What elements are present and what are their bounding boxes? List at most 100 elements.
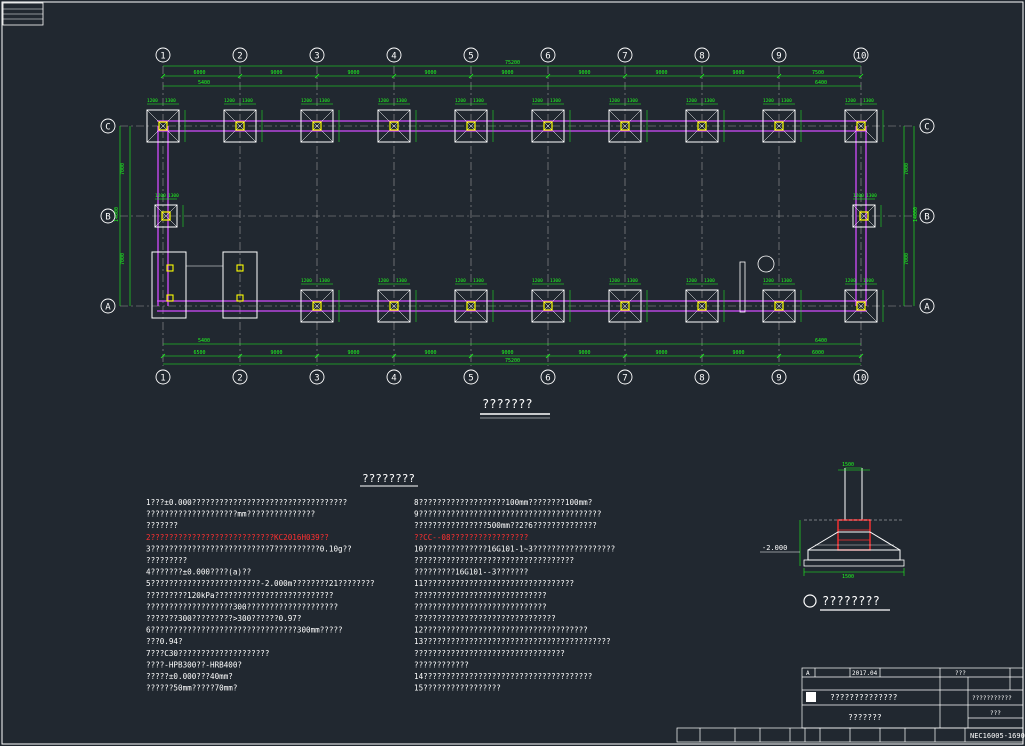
footing-A6	[531, 289, 565, 323]
footing-diag-b-A6	[531, 289, 565, 323]
footing-C6	[531, 109, 565, 143]
footing-size-label2-B10: 1300	[866, 193, 877, 199]
pier-A9	[739, 261, 746, 313]
footing-diag-b-C2	[223, 109, 257, 143]
column-C5	[466, 121, 476, 131]
note-line-L-4: 3??????????????????????????7??????????0.…	[146, 544, 352, 553]
column-A7	[620, 301, 630, 311]
note-line-R-2: ????????????????500mm??2?6??????????????	[414, 521, 597, 530]
footing-size-label2-A8: 1300	[704, 278, 715, 284]
footing-size-label2-A9: 1300	[781, 278, 792, 284]
note-line-R-6: ?????????16G101--3???????	[414, 568, 528, 577]
footing-A9	[762, 289, 796, 323]
footing-diag-b-B1	[154, 204, 178, 228]
note-line-R-10: ???????????????????????????????	[414, 614, 556, 623]
note-line-L-5: ?????????	[146, 556, 187, 565]
grid-bubble-top-6	[540, 47, 556, 63]
footing-size-label2-A5: 1300	[473, 278, 484, 284]
note-line-L-12: ???0.94?	[146, 637, 183, 646]
footing-size-label-C9: 1200	[763, 98, 774, 104]
title-block-date: 2017.04	[852, 670, 878, 677]
note-line-R-3: ??CC--08?????????????????	[414, 533, 528, 542]
title-block	[801, 667, 1024, 729]
bottom-span-dim-tick-2	[314, 353, 320, 359]
grid-bubble-bottom-7	[617, 369, 633, 385]
top-span-dim-label-0: 6000	[194, 70, 206, 76]
footing-size-label2-C7: 1300	[627, 98, 638, 104]
top-left-stamp	[2, 2, 44, 26]
column-small-3	[236, 294, 244, 302]
grid-bubble-left-A	[100, 298, 116, 314]
column-C1	[158, 121, 168, 131]
footing-size-label2-A7: 1300	[627, 278, 638, 284]
column-C8	[697, 121, 707, 131]
grid-bubble-top-4	[386, 47, 402, 63]
footing-diag-b-C3	[300, 109, 334, 143]
grid-bubble-bottom-10	[853, 369, 869, 385]
footing-C8	[685, 109, 719, 143]
grid-bubble-label-right-C: C	[924, 123, 929, 133]
grid-bubble-label-top-9: 9	[776, 52, 781, 62]
top-span-dim-tick-4	[468, 73, 474, 79]
footing-diag-b-C10	[844, 109, 878, 143]
note-line-R-13: ?????????????????????????????????	[414, 649, 565, 658]
grid-bubble-top-1	[155, 47, 171, 63]
drawing-title: ???????	[848, 713, 882, 722]
footing-size-label-A5: 1200	[455, 278, 466, 284]
column-A6	[543, 301, 553, 311]
total-dim-bottom-label: 75200	[505, 358, 520, 364]
grid-bubble-label-top-8: 8	[699, 52, 704, 62]
column-A4	[389, 301, 399, 311]
grid-bubble-top-9	[771, 47, 787, 63]
bottom-span-dim-tick-1	[237, 353, 243, 359]
grid-bubble-bottom-8	[694, 369, 710, 385]
top-span-dim-tick-6	[622, 73, 628, 79]
bottom-sub-dim-label-1: 6400	[815, 338, 827, 344]
note-line-R-0: 8???????????????????100mm????????100mm?	[414, 498, 592, 507]
grid-bubble-bottom-6	[540, 369, 556, 385]
grid-bubble-label-top-6: 6	[545, 52, 550, 62]
top-span-dim-label-5: 9000	[579, 70, 591, 76]
note-line-L-3: 2???????????????????????????KC2016H039??	[146, 533, 329, 542]
title-block-rev: A	[806, 670, 810, 677]
footing-size-label-C2: 1200	[224, 98, 235, 104]
note-line-R-11: 12????????????????????????????????????	[414, 626, 588, 635]
footing-size-label2-A3: 1300	[319, 278, 330, 284]
top-span-dim-tick-0	[160, 73, 166, 79]
sheet-label: ???	[990, 710, 1001, 717]
footing-combined-A2	[222, 251, 258, 319]
grid-bubble-top-8	[694, 47, 710, 63]
top-sub-dim-label-0: 5400	[198, 80, 210, 86]
bottom-span-dim-label-0: 6500	[194, 350, 206, 356]
tie-beams	[157, 120, 867, 312]
footing-diag-b-A5	[454, 289, 488, 323]
note-line-R-5: ???????????????????????????????????	[414, 556, 574, 565]
section-dim-bottom: 1500	[842, 574, 854, 580]
grid-bubble-label-bottom-8: 8	[699, 374, 704, 384]
footing-size-label2-A10: 1300	[863, 278, 874, 284]
footing-diag-b-A4	[377, 289, 411, 323]
footing-size-label2-C5: 1300	[473, 98, 484, 104]
grid-bubble-bottom-5	[463, 369, 479, 385]
footing-size-label2-C8: 1300	[704, 98, 715, 104]
footing-C5	[454, 109, 488, 143]
footing-A4	[377, 289, 411, 323]
note-line-L-13: 7???C30????????????????????	[146, 649, 269, 658]
column-B1	[161, 211, 171, 221]
bottom-span-dim-tick-8	[776, 353, 782, 359]
note-line-L-15: ?????±0.000???40mm?	[146, 672, 233, 681]
top-span-dim-tick-2	[314, 73, 320, 79]
footing-size-label-C1: 1200	[147, 98, 158, 104]
footing-size-label2-B1: 1300	[168, 193, 179, 199]
drawing-number: NEC16005-169024	[970, 732, 1025, 740]
grid-bubble-label-bottom-5: 5	[468, 374, 473, 384]
footing-A7	[608, 289, 642, 323]
bottom-span-dim-label-7: 9000	[733, 350, 745, 356]
note-line-L-14: ????-HPB300??-HRB400?	[146, 660, 242, 669]
top-span-dim-tick-9	[858, 73, 864, 79]
section-title: ????????	[822, 594, 880, 608]
note-line-R-1: 9???????????????????????????????????????…	[414, 510, 601, 519]
top-span-dim-label-4: 9000	[502, 70, 514, 76]
top-sub-dim-label-1: 6400	[815, 80, 827, 86]
grid-bubble-bottom-3	[309, 369, 325, 385]
